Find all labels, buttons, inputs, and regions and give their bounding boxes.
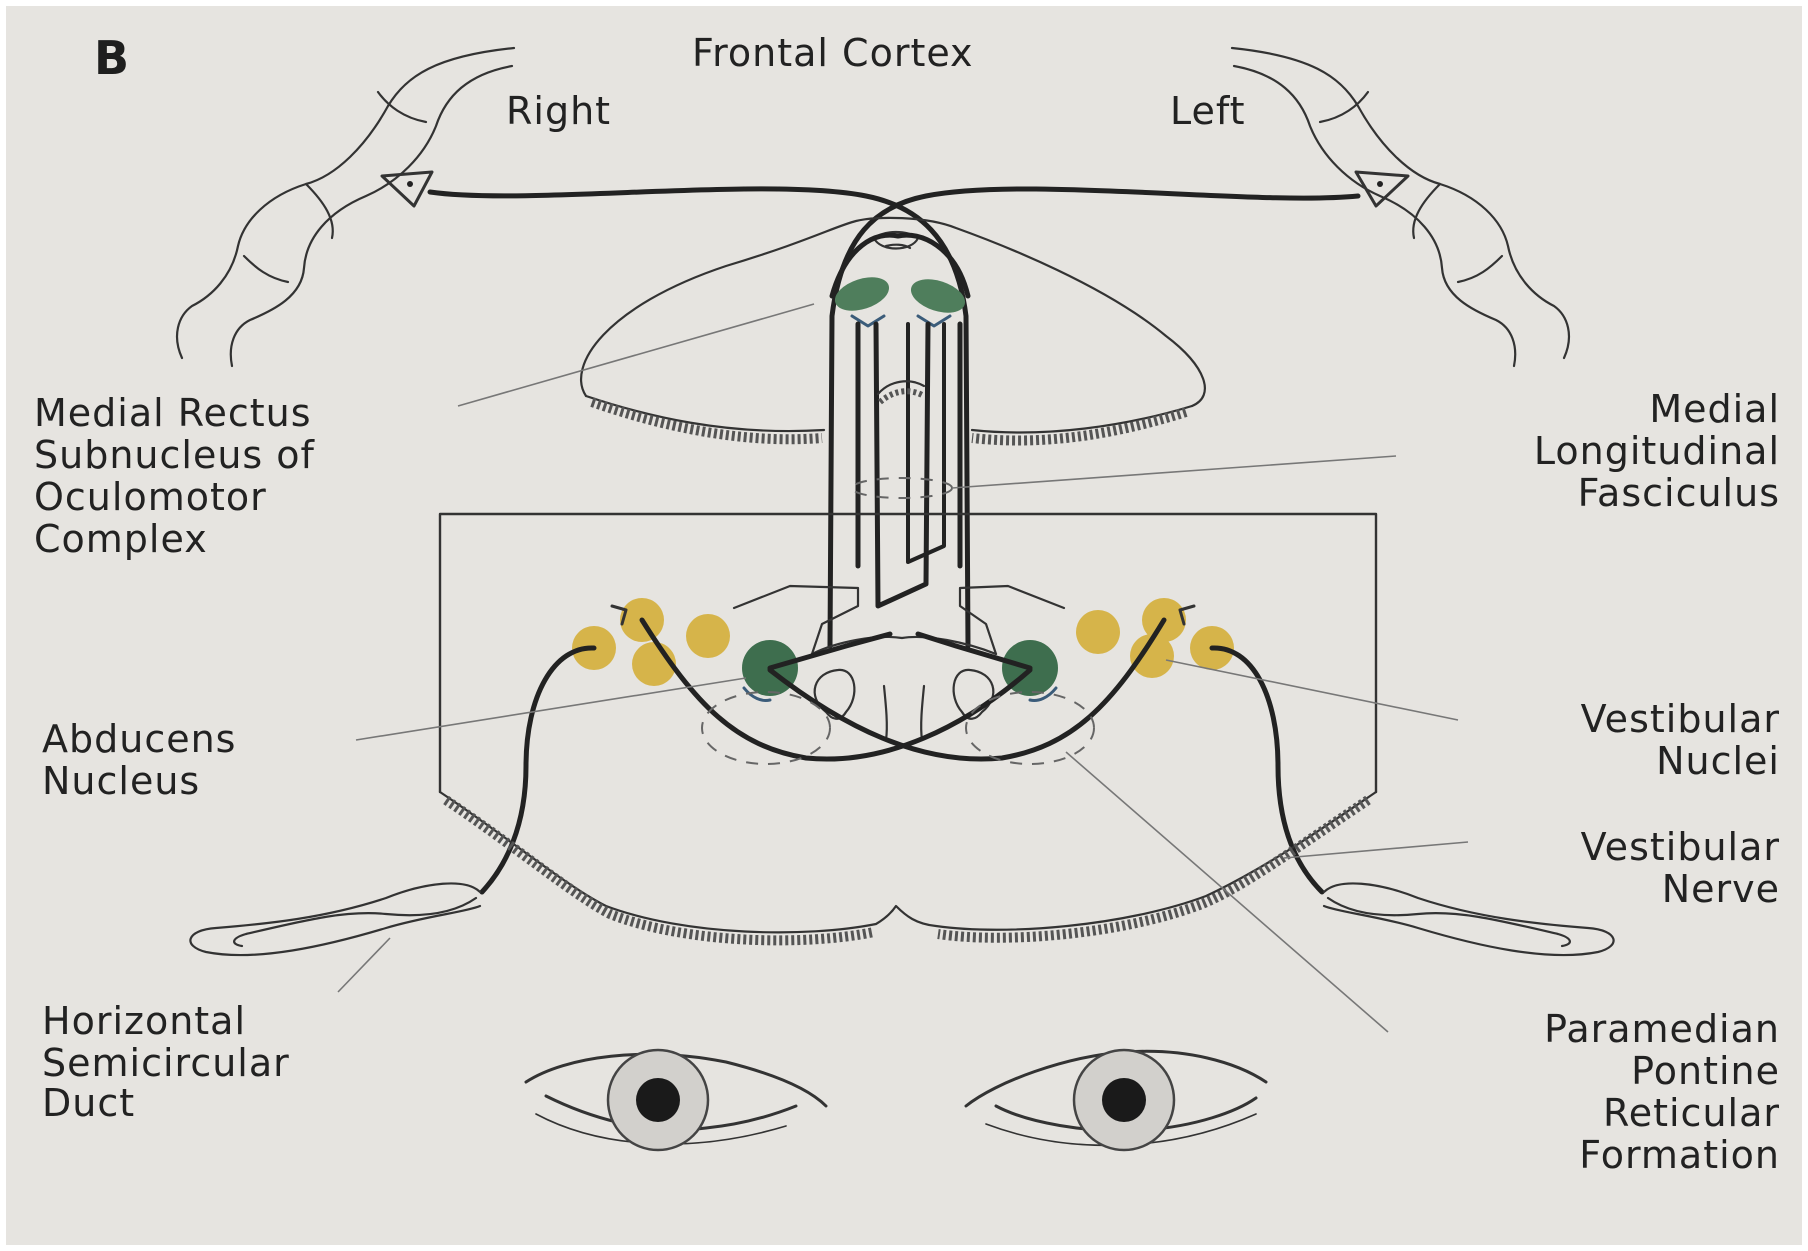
right-frontal-projection	[430, 189, 968, 646]
svg-text:Vestibular: Vestibular	[1581, 697, 1780, 741]
left-horizontal-semicircular-duct	[1324, 883, 1614, 955]
svg-text:Medial Rectus: Medial Rectus	[34, 391, 312, 435]
svg-text:Pontine: Pontine	[1631, 1049, 1780, 1093]
svg-text:Vestibular: Vestibular	[1581, 825, 1780, 869]
abducens-label: Abducens Nucleus	[42, 717, 236, 803]
right-cortical-neuron	[382, 172, 432, 206]
midbrain-section	[581, 218, 1205, 441]
vestibular-nuclei-label: Vestibular Nuclei	[1581, 697, 1780, 783]
medial-rectus-label: Medial Rectus Subnucleus of Oculomotor C…	[34, 391, 316, 561]
frontal-cortex-label: Frontal Cortex	[692, 31, 974, 75]
svg-text:Oculomotor: Oculomotor	[34, 475, 267, 519]
right-vestibular-nerve	[482, 648, 594, 892]
svg-text:Horizontal: Horizontal	[42, 999, 246, 1043]
svg-text:Nucleus: Nucleus	[42, 759, 200, 803]
svg-text:Abducens: Abducens	[42, 717, 236, 761]
svg-text:Nerve: Nerve	[1662, 867, 1780, 911]
leader-lines	[338, 304, 1468, 1032]
slide-background: B Frontal Cortex Right Left	[6, 6, 1802, 1245]
svg-text:Paramedian: Paramedian	[1544, 1007, 1780, 1051]
right-eye	[526, 1050, 826, 1150]
svg-text:Duct: Duct	[42, 1081, 135, 1125]
svg-text:Semicircular: Semicircular	[42, 1041, 290, 1085]
svg-text:Nuclei: Nuclei	[1656, 739, 1780, 783]
left-cortical-neuron	[1356, 172, 1408, 206]
right-vestibular-nuclei	[572, 598, 730, 686]
svg-text:Subnucleus of: Subnucleus of	[34, 433, 316, 477]
right-horizontal-semicircular-duct	[190, 883, 480, 955]
oculomotor-pathway-diagram: B Frontal Cortex Right Left	[6, 6, 1802, 1245]
right-label: Right	[506, 89, 611, 133]
left-cortex-gyri	[1232, 48, 1569, 366]
horizontal-duct-label: Horizontal Semicircular Duct	[42, 999, 290, 1125]
svg-text:Complex: Complex	[34, 517, 208, 561]
vestibular-nerve-label: Vestibular Nerve	[1581, 825, 1780, 911]
mlf-tracts	[858, 324, 960, 606]
pprf-label: Paramedian Pontine Reticular Formation	[1544, 1007, 1780, 1177]
mlf-label: Medial Longitudinal Fasciculus	[1534, 387, 1780, 515]
svg-text:Formation: Formation	[1579, 1133, 1780, 1177]
svg-text:Longitudinal: Longitudinal	[1534, 429, 1780, 473]
svg-text:Medial: Medial	[1649, 387, 1780, 431]
panel-letter: B	[94, 31, 129, 85]
left-label: Left	[1170, 89, 1246, 133]
left-eye	[966, 1050, 1266, 1150]
svg-text:Reticular: Reticular	[1603, 1091, 1780, 1135]
svg-text:Fasciculus: Fasciculus	[1578, 471, 1780, 515]
right-pprf-region	[702, 692, 830, 764]
right-cortex-gyri	[177, 48, 514, 366]
pons-lower-outline	[440, 792, 1376, 940]
mlf-cross-section	[852, 478, 952, 498]
